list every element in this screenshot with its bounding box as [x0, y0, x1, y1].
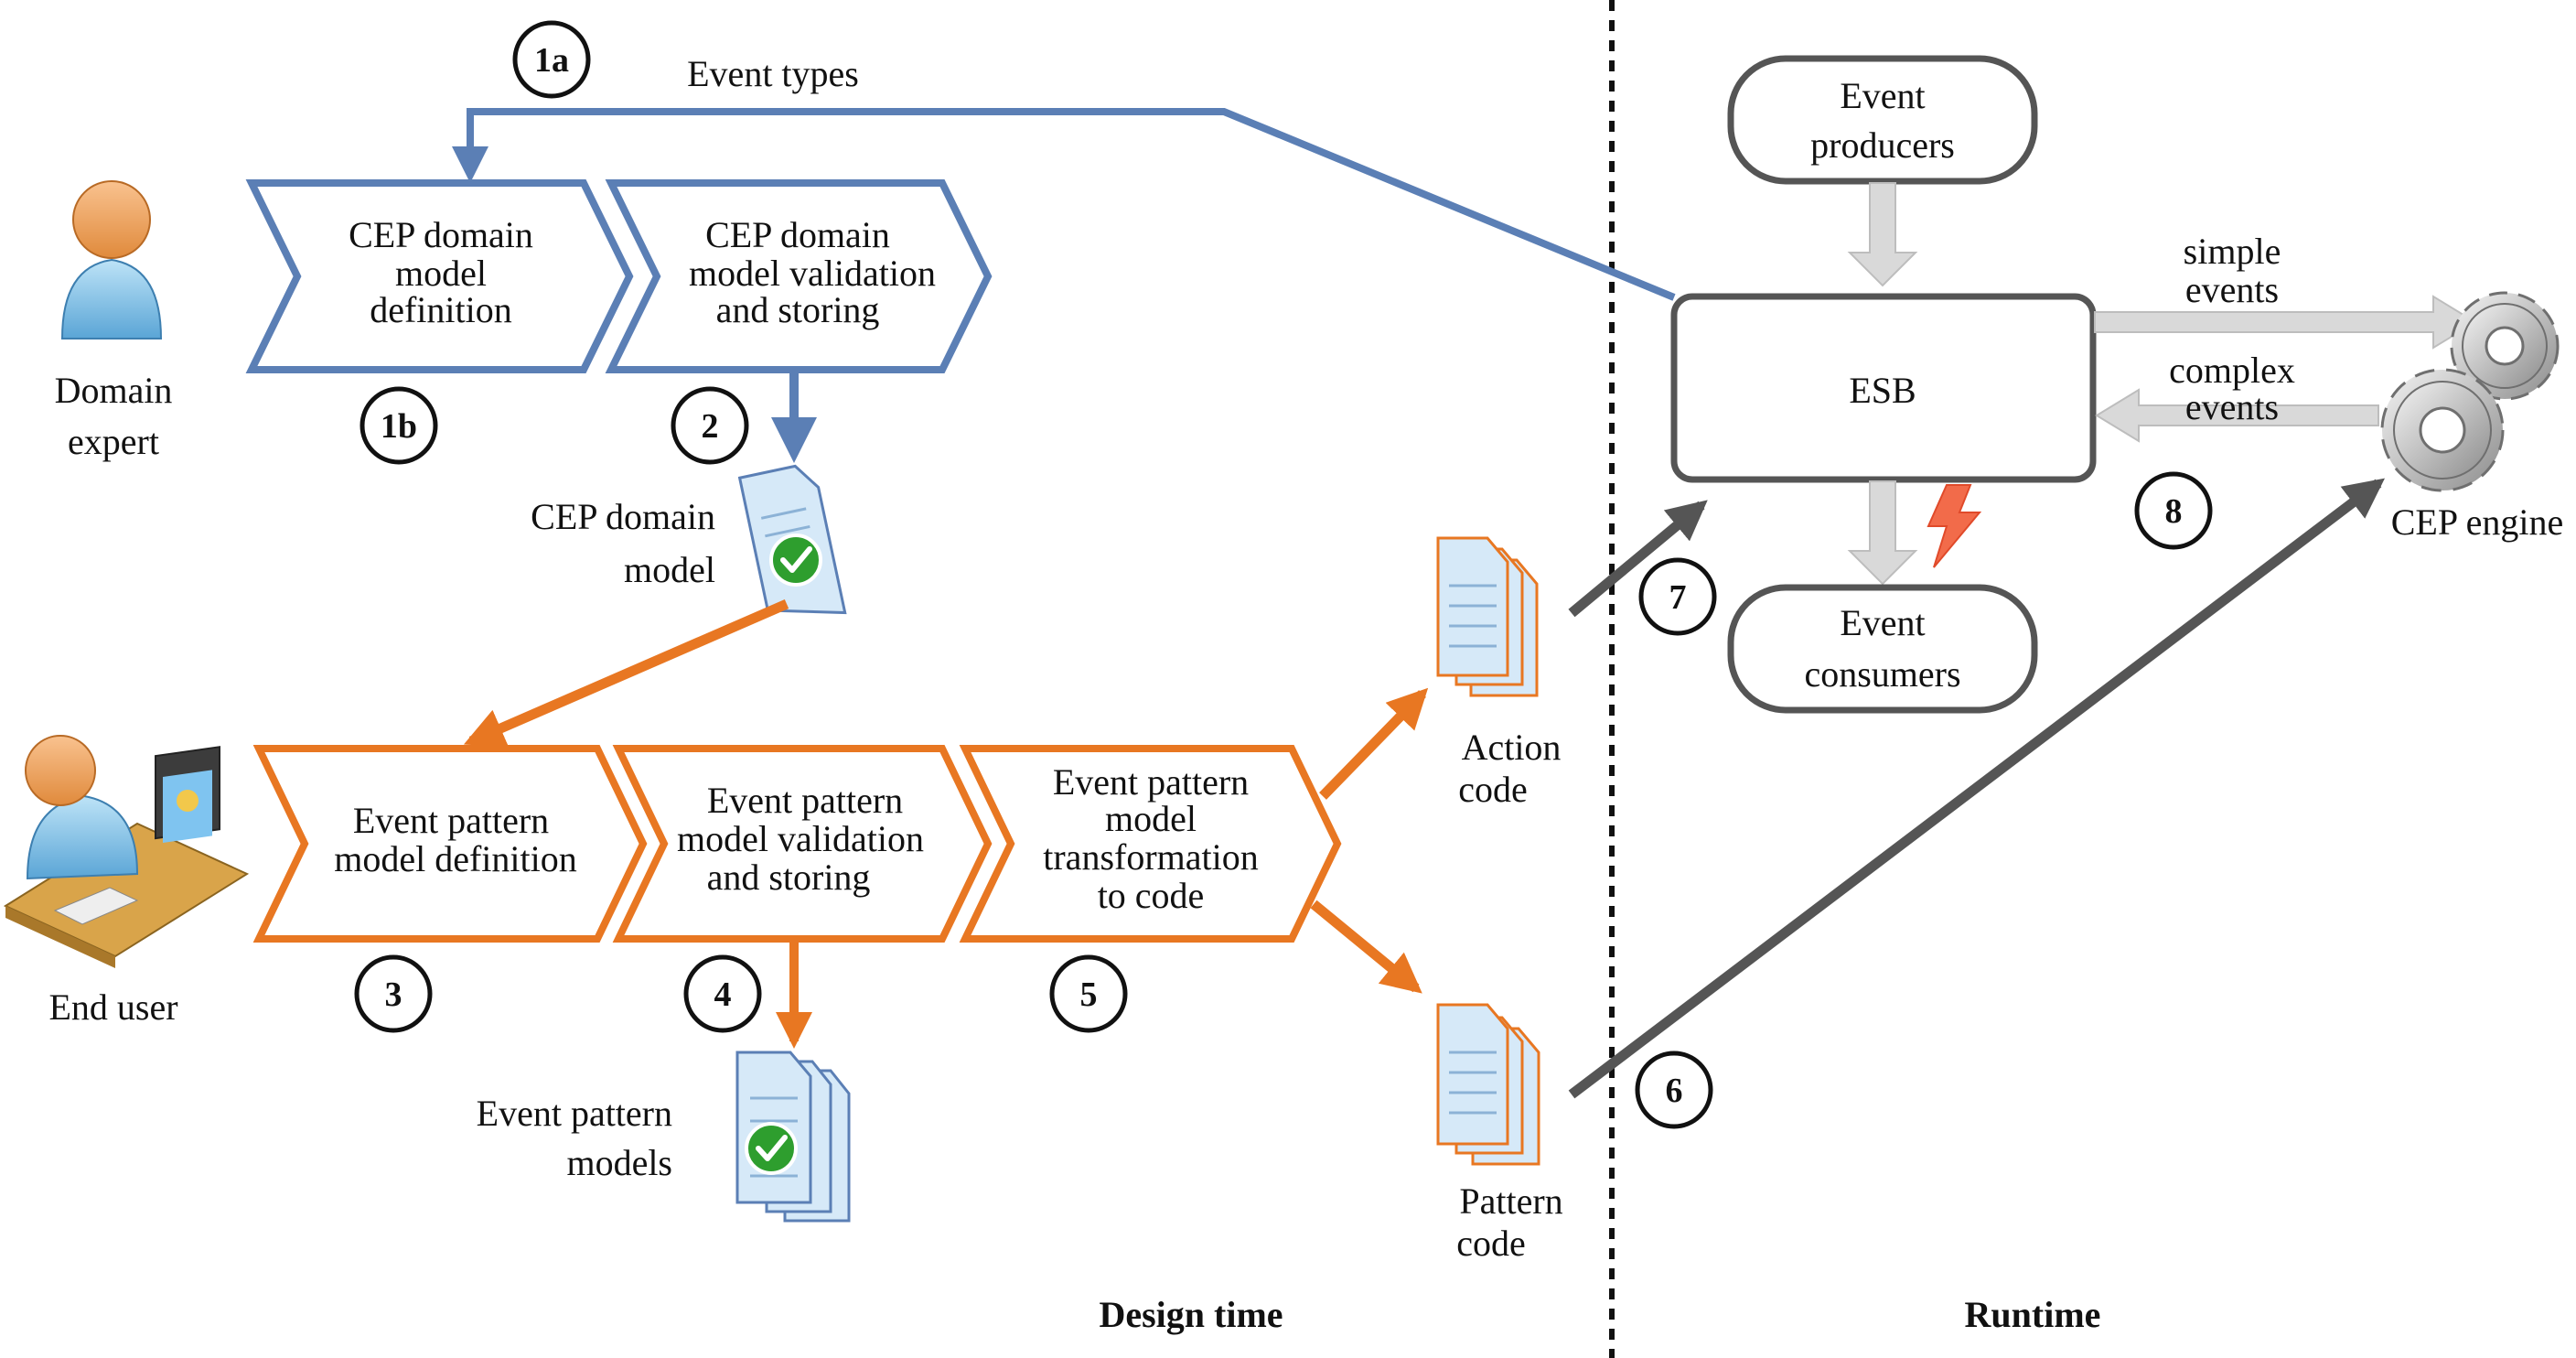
event-consumers-label-line1: Event [1840, 602, 1925, 643]
step-badge-2: 2 [671, 386, 749, 465]
step-badge-6: 6 [1635, 1051, 1713, 1129]
chevron-5-line3: transformation [1043, 836, 1259, 878]
action-code-label-line1: Action [1462, 727, 1562, 768]
chevron-4-line1: Event pattern [707, 780, 903, 821]
end-user-label: End user [48, 986, 177, 1028]
event-producers-box [1727, 55, 2038, 185]
step-badge-4: 4 [683, 954, 762, 1033]
domain-expert-label-line1: Domain [55, 370, 173, 411]
cep-engine-label: CEP engine [2391, 501, 2564, 543]
action-code-label-line2: code [1458, 769, 1528, 810]
step-badge-1b: 1b [360, 386, 438, 465]
event-types-arrow [452, 108, 1676, 301]
checkmark-icon [745, 1122, 798, 1175]
chevron-5-line2: model [1105, 798, 1197, 839]
runtime-label: Runtime [1965, 1294, 2101, 1335]
chevron-4-line2: model validation [677, 818, 924, 859]
action-code-document-icon [1436, 536, 1539, 697]
transform-to-pattern-code-arrow [1310, 900, 1422, 994]
chevron-2-line2: model validation [689, 253, 936, 294]
chevron-1b [245, 179, 634, 373]
step-badge-5: 5 [1049, 954, 1128, 1033]
chevron-3-line2: model definition [334, 838, 577, 879]
step-badge-1a: 1a [512, 20, 591, 99]
end-user-icon [3, 735, 250, 968]
svg-text:8: 8 [2165, 492, 2183, 531]
pattern-code-document-icon [1436, 1003, 1540, 1166]
step-badge-3: 3 [354, 954, 433, 1033]
chevron-5-line1: Event pattern [1053, 761, 1249, 803]
svg-text:5: 5 [1080, 975, 1098, 1014]
svg-text:7: 7 [1669, 578, 1687, 617]
pattern-models-label-line1: Event pattern [477, 1093, 672, 1134]
chevron-1b-line2: model [395, 253, 487, 294]
simple-events-label-line1: simple [2184, 231, 2281, 272]
transform-to-action-code-arrow [1319, 687, 1429, 800]
domain-model-label-line1: CEP domain [531, 496, 715, 537]
event-producers-label-line1: Event [1840, 75, 1925, 116]
event-consumers-label-line2: consumers [1804, 653, 1960, 695]
svg-text:4: 4 [714, 975, 732, 1014]
domain-expert-label-line2: expert [68, 421, 159, 462]
chevron-1b-line3: definition [370, 289, 512, 330]
chevron-4 [612, 745, 993, 943]
svg-text:6: 6 [1666, 1072, 1683, 1110]
esb-label: ESB [1849, 370, 1916, 411]
domain-expert-icon [60, 180, 163, 340]
domain-model-label-line2: model [624, 549, 715, 590]
chevron-5 [959, 745, 1342, 943]
svg-text:3: 3 [385, 975, 402, 1014]
esb-to-consumers-arrow [1847, 480, 1918, 586]
chevron-5-line4: to code [1098, 875, 1205, 916]
chevron-3-line1: Event pattern [353, 800, 549, 841]
chevron-2 [605, 179, 993, 373]
chevron-4-line3: and storing [707, 857, 871, 898]
event-producers-label-line2: producers [1810, 124, 1955, 166]
chevron-3 [252, 745, 648, 943]
producers-to-esb-arrow [1847, 182, 1918, 287]
chevron-2-line1: CEP domain [705, 214, 890, 255]
svg-text:1a: 1a [534, 41, 569, 80]
lightning-icon [1927, 484, 1982, 568]
step-badge-8: 8 [2134, 471, 2213, 550]
domain-model-to-pattern-arrow [463, 598, 789, 748]
step-badge-7: 7 [1638, 557, 1717, 636]
pattern-code-label-line2: code [1456, 1223, 1526, 1264]
esb-box [1670, 293, 2097, 483]
chevron-2-line3: and storing [716, 289, 880, 330]
simple-events-arrow [2094, 295, 2477, 350]
cep-engine-gears-icon [2380, 291, 2560, 492]
checkmark-icon [769, 534, 822, 587]
deploy-action-code-arrow [1568, 500, 1708, 618]
simple-events-label-line2: events [2185, 269, 2279, 310]
svg-text:1b: 1b [381, 407, 417, 446]
design-time-label: Design time [1099, 1294, 1283, 1335]
event-types-label: Event types [687, 53, 859, 94]
complex-events-label-line1: complex [2169, 350, 2295, 391]
pattern-models-label-line2: models [566, 1142, 672, 1183]
deploy-pattern-code-arrow [1568, 478, 2386, 1099]
complex-events-label-line2: events [2185, 386, 2279, 427]
pattern-code-label-line1: Pattern [1459, 1180, 1562, 1222]
complex-events-arrow [2095, 388, 2379, 443]
svg-text:2: 2 [702, 407, 719, 446]
event-consumers-box [1727, 584, 2038, 714]
chevron-1b-line1: CEP domain [349, 214, 533, 255]
